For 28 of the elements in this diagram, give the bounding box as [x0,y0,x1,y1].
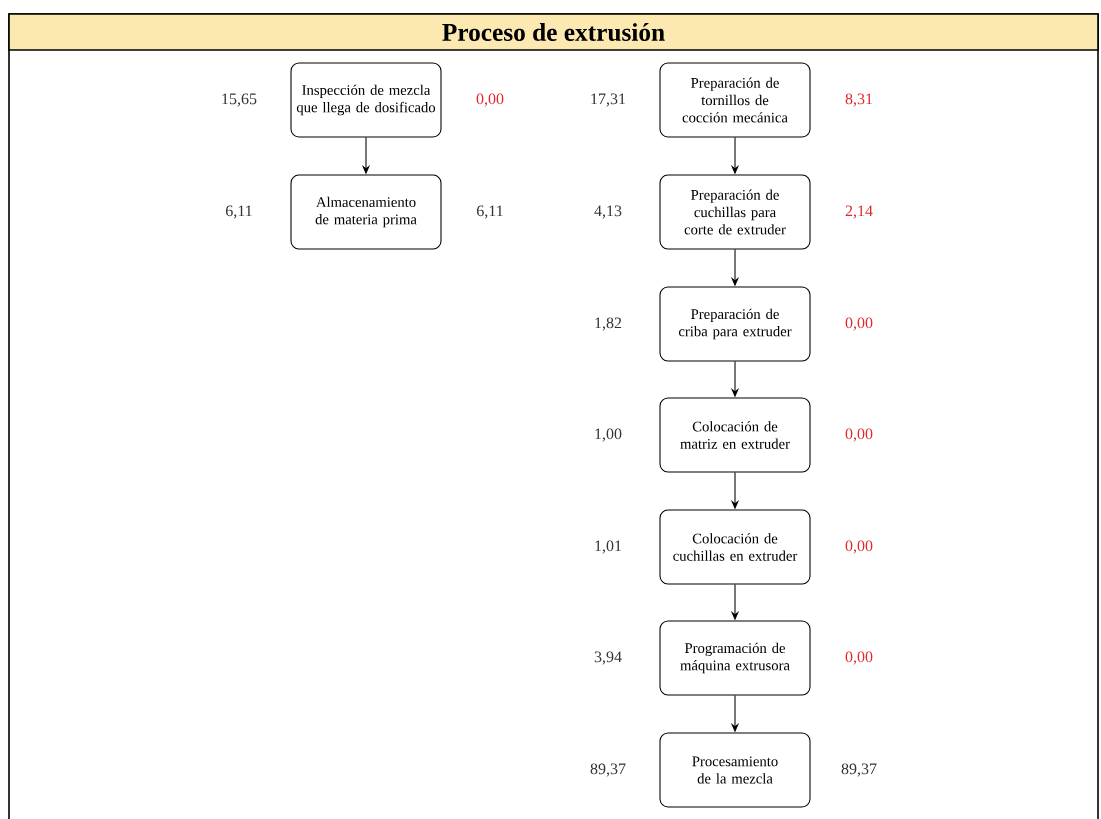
value-label: 0,00 [845,317,873,331]
value-label: 4,13 [594,205,622,219]
process-box: Preparación de cuchillas para corte de extruder [659,174,811,250]
process-box: Preparación de tornillos de cocción mecánica [659,62,811,138]
value-label: 17,31 [591,93,626,107]
value-label: 15,65 [222,93,257,107]
process-box: Inspección de mezcla que llega de dosificado [290,62,442,138]
process-box: Colocación de matriz en extruder [659,397,811,473]
value-label: 0,00 [476,93,504,107]
process-box: Preparación de criba para extruder [659,286,811,362]
value-label: 3,94 [594,651,622,665]
value-label: 6,11 [226,205,252,219]
value-label: 89,37 [590,763,626,777]
value-label: 1,01 [595,540,622,554]
value-label: 1,00 [595,428,622,442]
value-label: 89,37 [841,763,877,777]
process-box: Colocación de cuchillas en extruder [659,509,811,585]
value-label: 1,82 [595,317,622,331]
value-label: 6,11 [477,205,503,219]
process-box: Procesamiento de la mezcla [659,732,811,808]
value-label: 0,00 [845,428,873,442]
process-box: Almacenamiento de materia prima [290,174,442,250]
value-label: 0,00 [845,540,873,554]
title-band: Proceso de extrusión [8,13,1099,51]
value-label: 2,14 [845,205,873,219]
value-label: 0,00 [845,651,873,665]
value-label: 8,31 [845,93,873,107]
process-box: Programación de máquina extrusora [659,620,811,696]
